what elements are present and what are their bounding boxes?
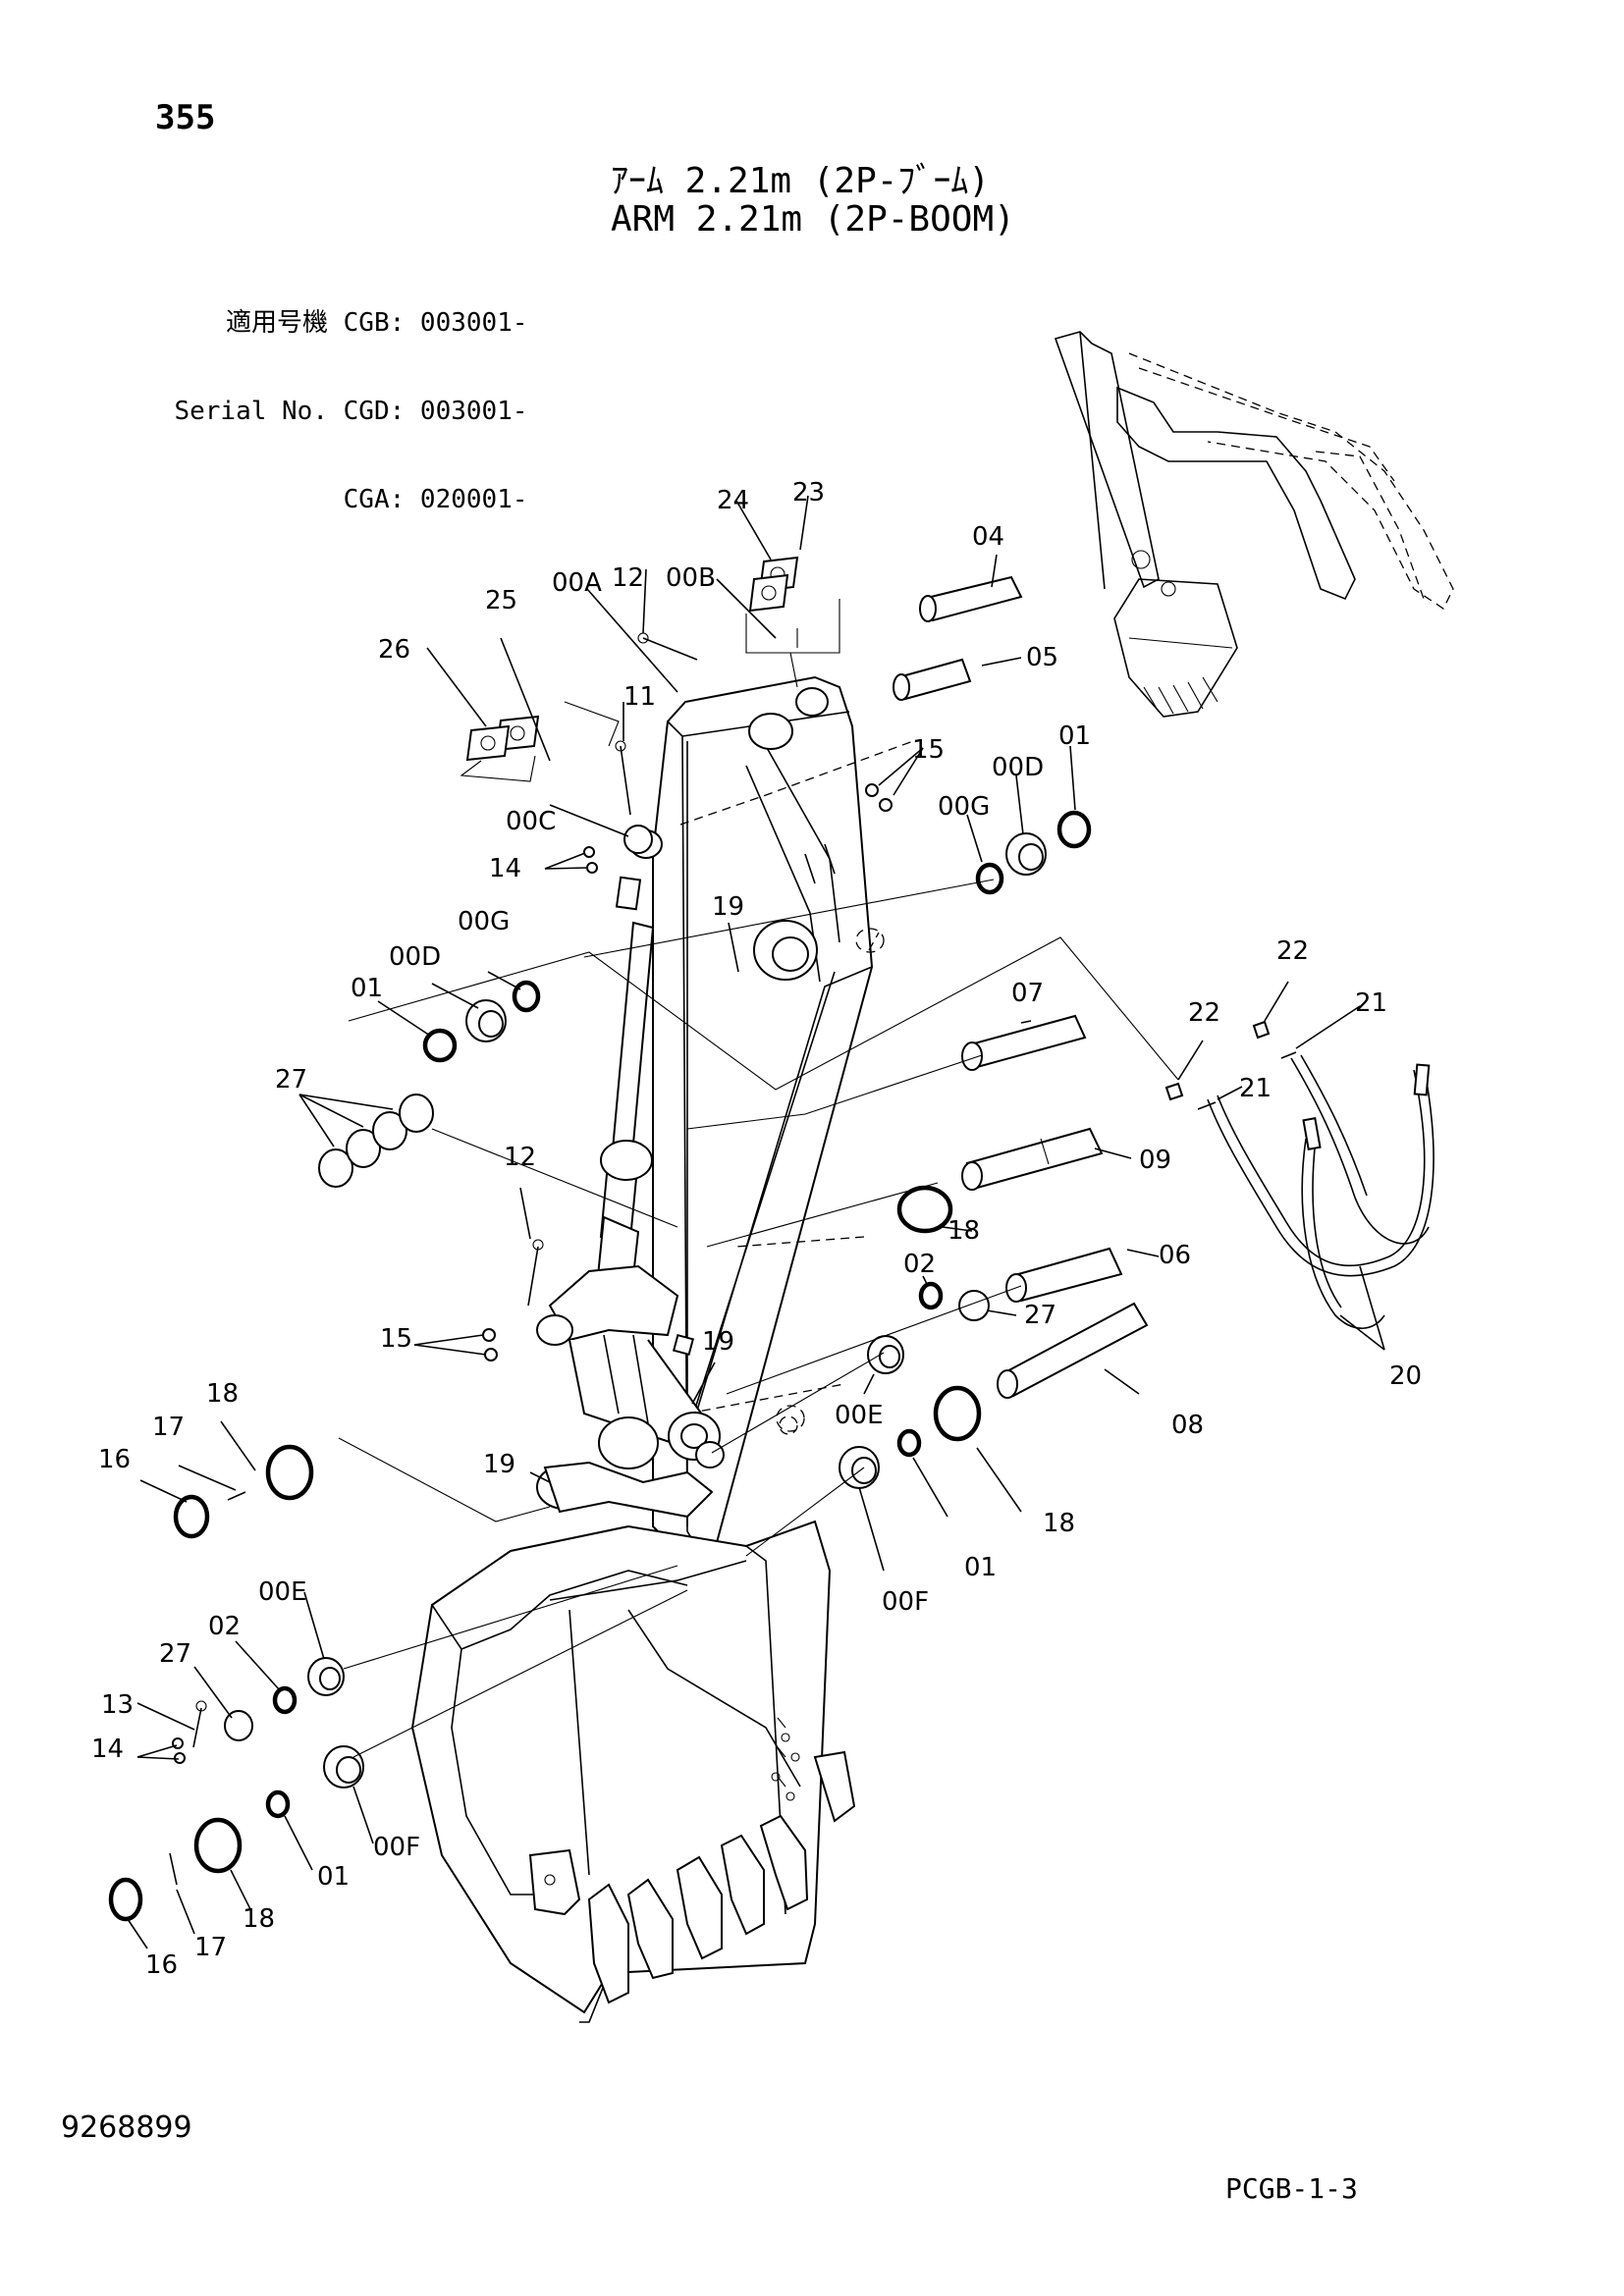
part-09-pin: [965, 1127, 1104, 1190]
part-07-pin: [965, 1014, 1087, 1069]
part-01-ring: [1056, 810, 1092, 849]
part-04-pin: [921, 575, 1023, 622]
part-06-pin: [1009, 1247, 1123, 1303]
callout-01: 01: [317, 1862, 350, 1892]
callout-17: 17: [194, 1933, 227, 1962]
callout-02: 02: [208, 1612, 241, 1641]
parts: [108, 556, 1435, 1922]
callout-18: 18: [947, 1216, 980, 1246]
part-24-shim: [748, 573, 789, 613]
callout-19: 19: [712, 892, 744, 922]
callout-18: 18: [1043, 1509, 1075, 1538]
callout-00A: 00A: [552, 568, 602, 598]
callout-11: 11: [623, 682, 656, 712]
leader-lines: [127, 495, 1385, 1949]
callout-08: 08: [1171, 1411, 1204, 1440]
callout-00C: 00C: [506, 807, 556, 836]
callout-00E: 00E: [258, 1577, 307, 1607]
callout-13: 13: [101, 1690, 134, 1720]
callout-00E: 00E: [835, 1401, 884, 1430]
part-12-bolt: [642, 637, 698, 661]
callout-14: 14: [489, 854, 521, 883]
document-id: 9268899: [61, 2110, 192, 2145]
callout-00G: 00G: [458, 907, 510, 936]
callout-26: 26: [378, 635, 410, 665]
bucket-link: [536, 1264, 725, 1599]
callout-00D: 00D: [389, 942, 441, 972]
callout-12: 12: [612, 563, 644, 593]
callout-18: 18: [243, 1904, 275, 1934]
serial-label-jp: 適用号機: [225, 308, 328, 338]
callout-24: 24: [717, 486, 749, 515]
part-00G-seal: [975, 862, 1004, 895]
callout-00D: 00D: [992, 753, 1044, 782]
serial-entry: CGA: 020001-: [343, 485, 528, 514]
bucket-cylinder: [592, 876, 655, 1322]
callout-16: 16: [98, 1445, 131, 1474]
title-japanese: ｱｰﾑ 2.21m (2P-ﾌﾞｰﾑ): [611, 161, 991, 201]
callout-21: 21: [1355, 988, 1387, 1018]
callout-14: 14: [91, 1735, 124, 1764]
callout-22: 22: [1276, 936, 1309, 966]
callout-20: 20: [1389, 1362, 1422, 1391]
page-number: 355: [155, 98, 216, 137]
part-26-shim: [465, 724, 511, 762]
page-code: PCGB-1-3: [1225, 2172, 1358, 2205]
part-20-hose: [1207, 1064, 1435, 1277]
callout-27: 27: [1024, 1301, 1056, 1330]
callout-27: 27: [275, 1065, 307, 1095]
callout-01: 01: [351, 974, 383, 1003]
callout-09: 09: [1139, 1146, 1171, 1175]
callout-labels: 24 23 04 00A 12 00B 25 26 05 11 15 01 00…: [91, 478, 1422, 1980]
serial-entry: CGD: 003001-: [343, 397, 528, 426]
callout-19: 19: [702, 1327, 734, 1357]
callout-01: 01: [964, 1553, 997, 1582]
callout-18: 18: [206, 1379, 239, 1409]
callout-22: 22: [1188, 998, 1220, 1028]
callout-05: 05: [1026, 643, 1058, 672]
callout-00B: 00B: [666, 563, 716, 593]
callout-19: 19: [483, 1450, 515, 1479]
callout-21: 21: [1239, 1074, 1272, 1103]
callout-16: 16: [145, 1950, 178, 1980]
callout-01: 01: [1058, 721, 1091, 751]
callout-15: 15: [912, 735, 945, 765]
callout-04: 04: [972, 522, 1004, 552]
serial-label-en: Serial No.: [174, 397, 328, 426]
callout-02: 02: [903, 1250, 936, 1279]
callout-15: 15: [380, 1324, 412, 1354]
callout-00F: 00F: [373, 1833, 420, 1862]
callout-07: 07: [1011, 979, 1044, 1008]
callout-06: 06: [1159, 1241, 1191, 1270]
callout-12: 12: [504, 1143, 536, 1172]
excavator-overview-inset: [1054, 331, 1454, 718]
serial-entry: CGB: 003001-: [343, 308, 528, 338]
callout-17: 17: [152, 1413, 185, 1442]
callout-23: 23: [792, 478, 825, 507]
callout-27: 27: [159, 1639, 191, 1669]
title-english: ARM 2.21m (2P-BOOM): [611, 199, 1015, 240]
part-11-bolt: [620, 745, 631, 816]
callout-00G: 00G: [938, 792, 990, 822]
callout-00F: 00F: [882, 1587, 929, 1617]
bucket: [410, 1520, 856, 2023]
serial-block: 適用号機 CGB: 003001- Serial No. CGD: 003001…: [153, 249, 528, 544]
callout-25: 25: [485, 586, 517, 615]
